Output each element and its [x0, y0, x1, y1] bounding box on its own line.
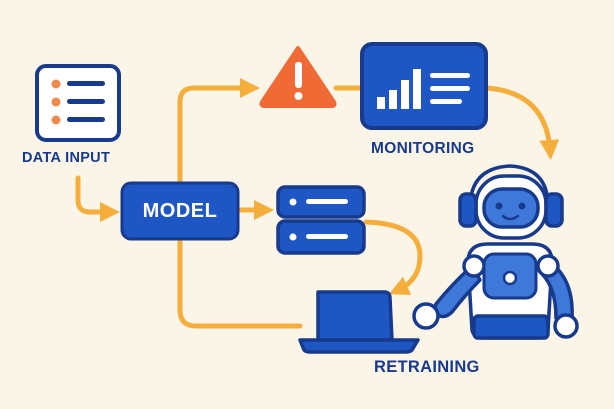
model-label: MODEL	[142, 199, 218, 222]
data-input-icon	[35, 64, 121, 142]
arrow-model-to-warning	[177, 78, 260, 185]
arrow-data-to-model	[75, 175, 120, 222]
model-box	[120, 181, 240, 241]
arrow-monitoring-to-robot	[483, 85, 560, 160]
retraining-label: RETRAINING	[374, 358, 480, 376]
laptop-icon	[298, 290, 420, 354]
arrow-database-to-laptop	[363, 219, 423, 295]
robot-icon	[412, 164, 579, 340]
monitoring-label: MONITORING	[371, 140, 475, 157]
warning-icon	[259, 46, 337, 108]
arrow-model-to-laptop	[177, 235, 303, 329]
database-icon	[276, 185, 366, 255]
monitoring-dashboard-icon	[360, 42, 488, 130]
data-input-label: DATA INPUT	[22, 150, 111, 166]
